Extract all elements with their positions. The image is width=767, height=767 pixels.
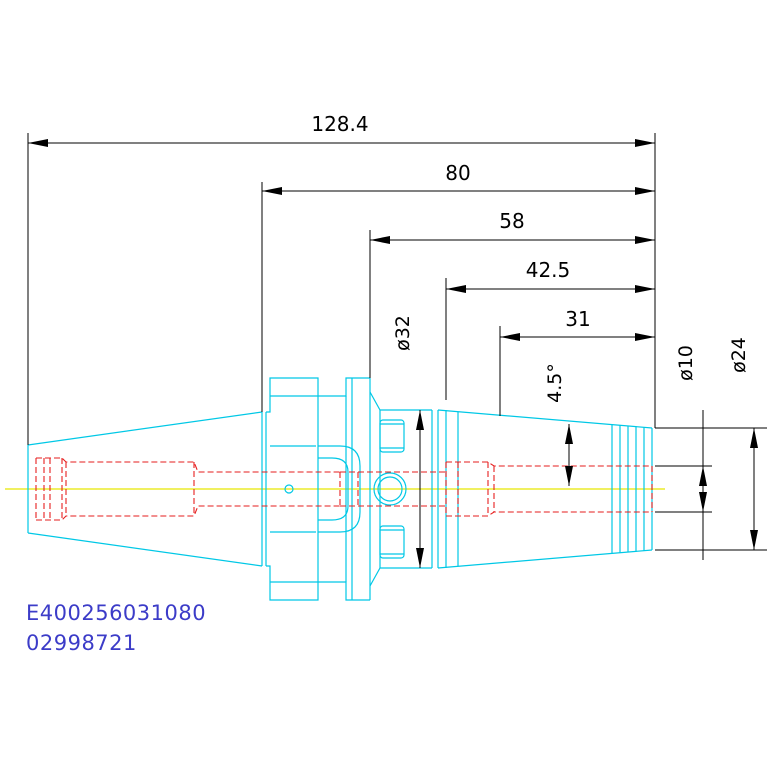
dim-angle: 4.5°	[544, 363, 566, 403]
part-number: E400256031080	[26, 601, 206, 625]
dimension-lines	[27, 133, 767, 568]
dim-diameter-10: ø10	[675, 345, 697, 381]
dim-diameter-24: ø24	[728, 337, 750, 373]
dim-length-31: 31	[565, 307, 590, 331]
dim-diameter-32: ø32	[392, 315, 414, 351]
dim-length-42-5: 42.5	[526, 258, 571, 282]
part-code: 02998721	[26, 631, 137, 655]
dim-length-80: 80	[445, 161, 470, 185]
hidden-bore-lines	[35, 457, 653, 521]
tool-holder-outline	[27, 377, 653, 601]
dim-overall-length: 128.4	[311, 112, 368, 136]
dim-length-58: 58	[499, 209, 524, 233]
